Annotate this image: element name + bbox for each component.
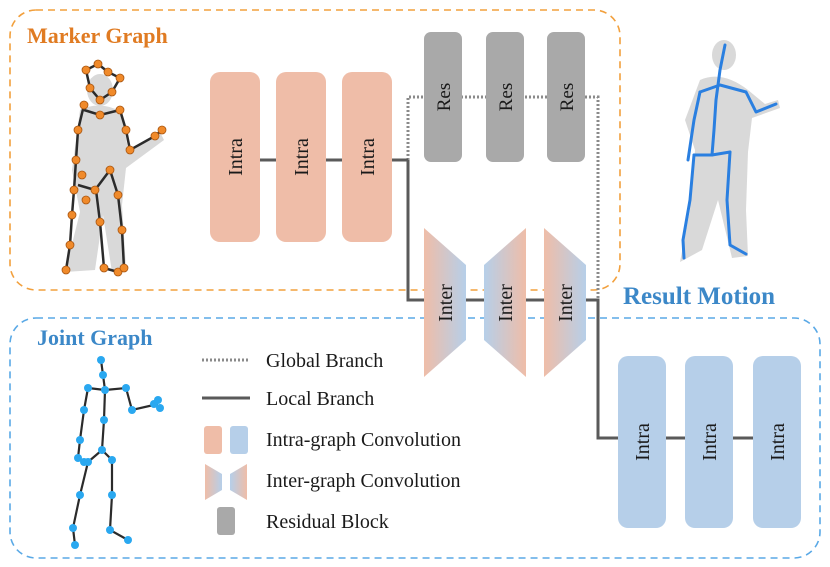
legend-local-branch-label: Local Branch (266, 388, 374, 410)
joint-intra-block: Intra (685, 356, 733, 528)
residual-label: Res (496, 83, 517, 112)
inter-block: Inter (544, 228, 586, 377)
joint-intra-label: Intra (767, 423, 789, 461)
legend-inter-conv-swatch (205, 464, 247, 500)
residual-block: Res (547, 32, 585, 162)
inter-block: Inter (484, 228, 526, 377)
residual-label: Res (434, 83, 455, 112)
legend-intra-conv-swatch (204, 426, 248, 454)
legend-global-branch-label: Global Branch (266, 350, 383, 372)
marker-intra-label: Intra (225, 138, 247, 176)
joint-intra-label: Intra (632, 423, 654, 461)
joint-skeleton-icon (69, 356, 164, 549)
residual-block: Res (424, 32, 462, 162)
marker-graph-region (9, 9, 621, 291)
human-figure-with-markers-icon (61, 59, 167, 277)
legend-residual-swatch (217, 507, 235, 535)
joint-graph-region (9, 317, 821, 559)
residual-block: Res (486, 32, 524, 162)
marker-intra-block: Intra (342, 72, 392, 242)
joint-graph-title: Joint Graph (37, 325, 153, 350)
residual-label: Res (557, 83, 578, 112)
inter-label: Inter (495, 284, 517, 322)
inter-label: Inter (555, 284, 577, 322)
legend: Global Branch Local Branch Intra-graph C… (202, 350, 461, 535)
marker-intra-label: Intra (357, 138, 379, 176)
marker-intra-block: Intra (210, 72, 260, 242)
human-figure-with-skeleton-icon (680, 40, 780, 263)
legend-inter-conv-label: Inter-graph Convolution (266, 470, 461, 492)
legend-residual-label: Residual Block (266, 511, 389, 533)
marker-graph-title: Marker Graph (27, 23, 168, 48)
result-motion-title: Result Motion (623, 283, 775, 310)
joint-intra-label: Intra (699, 423, 721, 461)
inter-label: Inter (435, 284, 457, 322)
legend-intra-conv-label: Intra-graph Convolution (266, 429, 461, 451)
joint-intra-block: Intra (753, 356, 801, 528)
inter-block: Inter (424, 228, 466, 377)
marker-intra-label: Intra (291, 138, 313, 176)
marker-intra-block: Intra (276, 72, 326, 242)
joint-intra-block: Intra (618, 356, 666, 528)
